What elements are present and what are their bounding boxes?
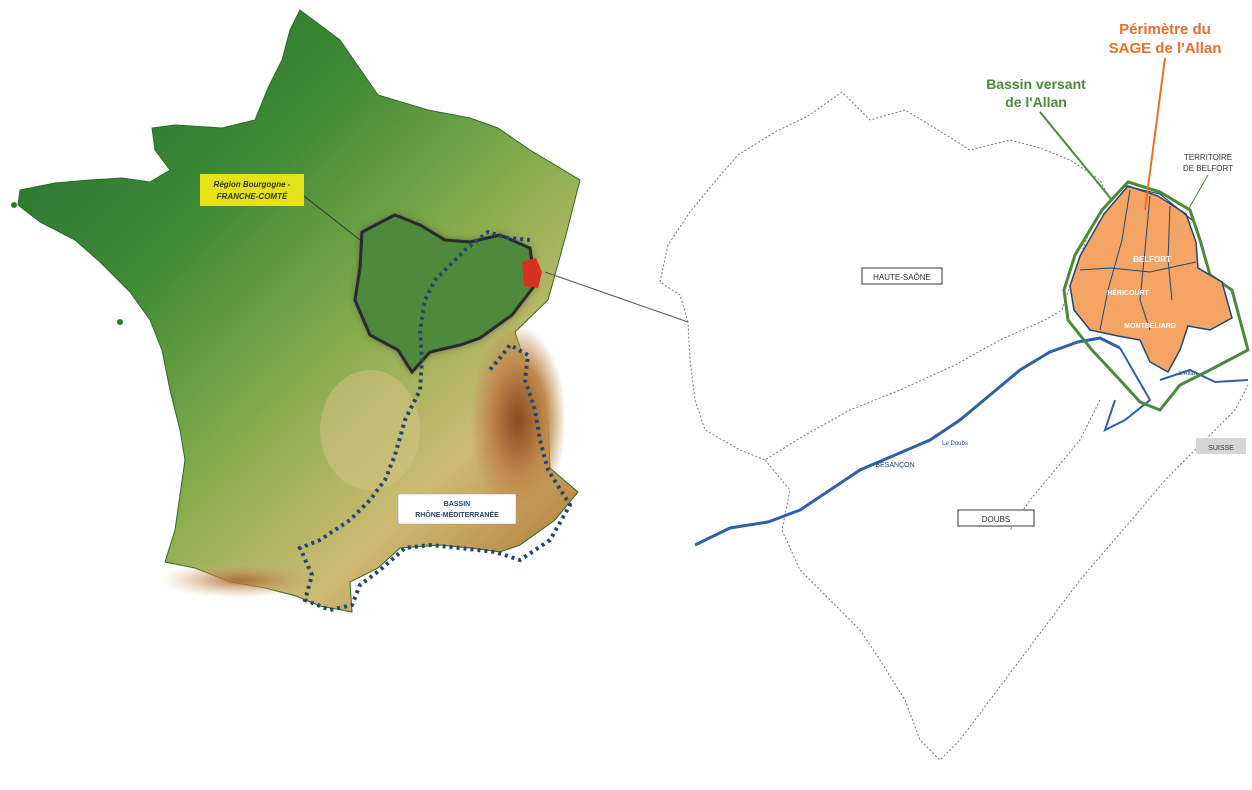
massif-central-relief — [320, 370, 420, 490]
river-allan-west — [1103, 347, 1152, 432]
title-bassin-line1: Bassin versant — [986, 76, 1086, 92]
montbeliard-label: MONTBÉLIARD — [1124, 321, 1176, 330]
territoire-line2: DE BELFORT — [1183, 164, 1233, 173]
title-bassin-line2: de l'Allan — [1005, 94, 1067, 110]
region-label-leader — [303, 195, 361, 241]
alps-relief — [470, 325, 566, 515]
territoire-belfort-limit — [1124, 185, 1193, 221]
title-perimetre-line1: Périmètre du — [1119, 21, 1211, 38]
hericourt-label: HÉRICOURT — [1107, 288, 1149, 297]
bassin-versant-allan — [1062, 180, 1250, 412]
doubs-label-box — [957, 509, 1035, 527]
territoire-line1: TERRITOIRE — [1184, 153, 1232, 162]
region-label-box — [200, 174, 304, 206]
sage-internal-limits — [1079, 189, 1197, 331]
river-doubs — [694, 336, 1121, 547]
river-doubs-label: Le Doubs — [942, 441, 968, 447]
region-bfc — [353, 213, 537, 375]
haute-saone-boundary — [659, 91, 1111, 461]
suisse-label-box — [1196, 438, 1246, 454]
perimetre-sage-allan — [1069, 185, 1233, 374]
basin-rhone-mediterranee-border — [297, 229, 573, 613]
france-map: Région Bourgogne - FRANCHE-COMTÉ BASSIN … — [11, 9, 581, 613]
river-allan-label: L'Allan — [1179, 371, 1197, 377]
perimetre-leader — [1144, 57, 1166, 211]
territoire-leader — [1187, 174, 1209, 211]
haute-saone-label: HAUTE-SAÔNE — [873, 273, 931, 282]
allan-detail-map: Périmètre du SAGE de l'Allan Bassin vers… — [659, 21, 1250, 761]
pyrenees-relief — [160, 562, 320, 598]
besancon-label: BESANÇON — [875, 462, 914, 469]
belfort-label: BELFORT — [1133, 255, 1171, 264]
region-label-line1: Région Bourgogne - — [214, 180, 291, 189]
river-east — [1159, 368, 1249, 384]
basin-label-line1: BASSIN — [444, 501, 470, 508]
title-perimetre-line2: SAGE de l'Allan — [1109, 40, 1222, 57]
basin-label-line2: RHÔNE-MÉDITERRANÉE — [415, 510, 499, 519]
bassin-leader — [1039, 111, 1113, 201]
doubs-boundary — [764, 384, 1249, 761]
doubs-east-boundary — [1009, 399, 1101, 531]
suisse-label: SUISSE — [1208, 445, 1234, 452]
haute-saone-label-box — [861, 267, 943, 285]
basin-label-box — [397, 493, 517, 525]
doubs-label: DOUBS — [982, 515, 1010, 524]
region-label-line2: FRANCHE-COMTÉ — [217, 192, 288, 201]
connector-line — [544, 271, 689, 323]
territoire-belfort-red — [522, 258, 542, 288]
